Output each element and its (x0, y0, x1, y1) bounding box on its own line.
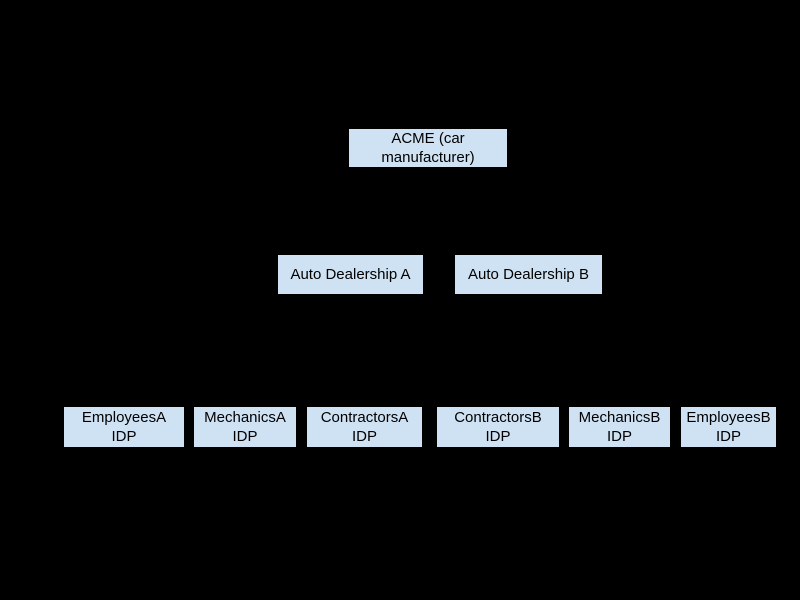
node-employees-b-idp: EmployeesB IDP (680, 406, 777, 448)
node-mechanics-b-idp: MechanicsB IDP (568, 406, 671, 448)
node-mechanics-a-idp: MechanicsA IDP (193, 406, 297, 448)
node-auto-dealership-a: Auto Dealership A (277, 254, 424, 295)
node-auto-dealership-b: Auto Dealership B (454, 254, 603, 295)
node-employees-a-idp: EmployeesA IDP (63, 406, 185, 448)
node-contractors-b-idp: ContractorsB IDP (436, 406, 560, 448)
node-acme-manufacturer: ACME (car manufacturer) (348, 128, 508, 168)
node-contractors-a-idp: ContractorsA IDP (306, 406, 423, 448)
